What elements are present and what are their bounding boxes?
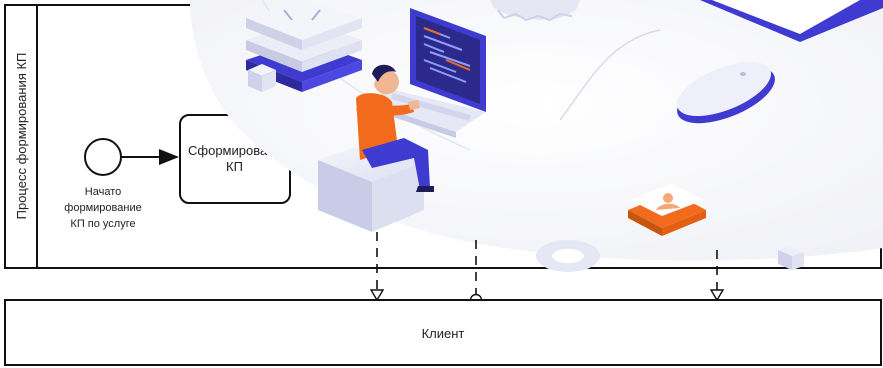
tablet-device-icon: [700, 0, 883, 42]
message-flow-1-arrowhead: [369, 289, 385, 302]
developer-person-icon: [356, 64, 434, 192]
client-pool[interactable]: Клиент: [4, 299, 882, 366]
lane-label: Процесс формирования КП: [14, 53, 29, 220]
isometric-developer-illustration: [190, 0, 883, 272]
small-cube-icon: [248, 64, 276, 92]
task-label-line-2: КП: [226, 159, 243, 174]
client-pool-border[interactable]: [4, 299, 882, 366]
computer-mouse-icon: [676, 61, 775, 124]
task-label-line-1: Сформироват: [188, 143, 273, 158]
seat-cube-icon: [318, 142, 424, 232]
gear-icon: [490, 0, 580, 22]
start-event-label-line-1: Начато: [85, 186, 121, 198]
cable-line: [559, 29, 661, 121]
corner-cube-icon: [778, 246, 804, 270]
database-stack-icon: [246, 0, 362, 92]
message-flow-3-arrowhead: [709, 289, 725, 302]
user-card-icon: [628, 184, 706, 236]
start-event[interactable]: Начато формирование КП по услуге: [64, 138, 142, 230]
ring-icon: [536, 240, 600, 272]
start-event-label-line-2: формирование: [64, 202, 141, 214]
start-event-label-line-3: КП по услуге: [70, 218, 135, 230]
laptop-icon: [372, 8, 486, 138]
client-pool-label: Клиент: [422, 326, 465, 341]
start-event-circle[interactable]: [84, 138, 122, 176]
